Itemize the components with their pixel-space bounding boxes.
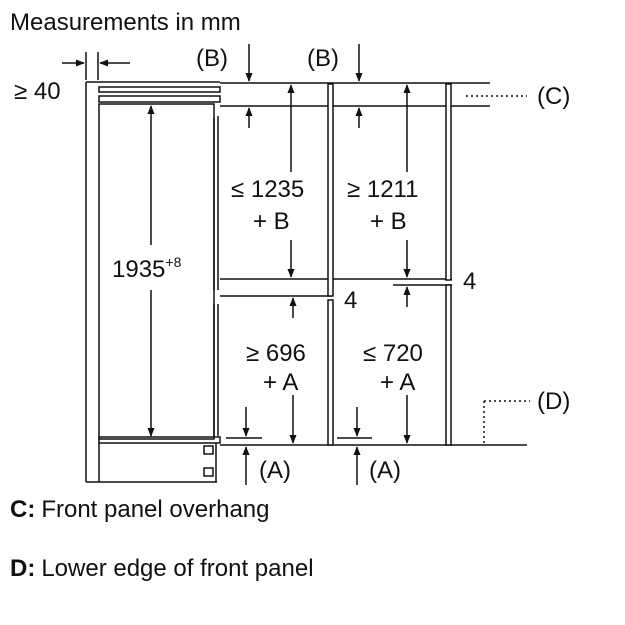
front-panel-left-upper xyxy=(327,83,334,297)
lower-left-label-line2: + A xyxy=(263,369,298,396)
gap-arrows xyxy=(289,286,411,318)
upper-left-label-line2: + B xyxy=(253,208,290,235)
legend-item-d: D:Lower edge of front panel xyxy=(10,555,314,583)
legend-text-c: Front panel overhang xyxy=(41,496,270,523)
c-label: (C) xyxy=(537,83,570,110)
gap-left-label: 4 xyxy=(344,287,357,314)
appliance-door-edges xyxy=(213,116,219,436)
b-arrows xyxy=(245,44,363,128)
upper-left-label-line1: ≤ 1235 xyxy=(231,176,304,203)
legend-item-c: C:Front panel overhang xyxy=(10,496,269,524)
min-gap-dimension xyxy=(62,52,130,80)
front-panels xyxy=(327,83,452,446)
diagram-title: Measurements in mm xyxy=(10,9,241,36)
upper-right-label-line1: ≥ 1211 xyxy=(347,176,418,203)
b-label-right: (B) xyxy=(307,45,339,72)
a-arrows xyxy=(226,407,372,485)
upper-right-label-line2: + B xyxy=(370,208,407,235)
lower-left-label-line1: ≥ 696 xyxy=(246,340,306,367)
front-panel-right-lower xyxy=(445,284,452,446)
height-label-bg xyxy=(108,250,204,284)
reference-lines xyxy=(220,82,527,446)
a-label-left: (A) xyxy=(259,457,291,484)
lower-right-label-line1: ≤ 720 xyxy=(363,340,423,367)
front-panel-left-lower xyxy=(327,299,334,446)
lower-right-label-line2: + A xyxy=(380,369,415,396)
legend-key-c: C: xyxy=(10,496,36,523)
legend-text-d: Lower edge of front panel xyxy=(41,555,314,582)
d-label: (D) xyxy=(537,388,570,415)
a-label-right: (A) xyxy=(369,457,401,484)
front-panel-right-upper xyxy=(445,83,452,281)
legend-key-d: D: xyxy=(10,555,36,582)
b-label-left: (B) xyxy=(196,45,228,72)
gap-right-label: 4 xyxy=(463,268,476,295)
d-dotted-line xyxy=(483,400,530,445)
height-1935-label: 1935+8 xyxy=(112,254,182,283)
min-gap-label: ≥ 40 xyxy=(14,78,61,105)
